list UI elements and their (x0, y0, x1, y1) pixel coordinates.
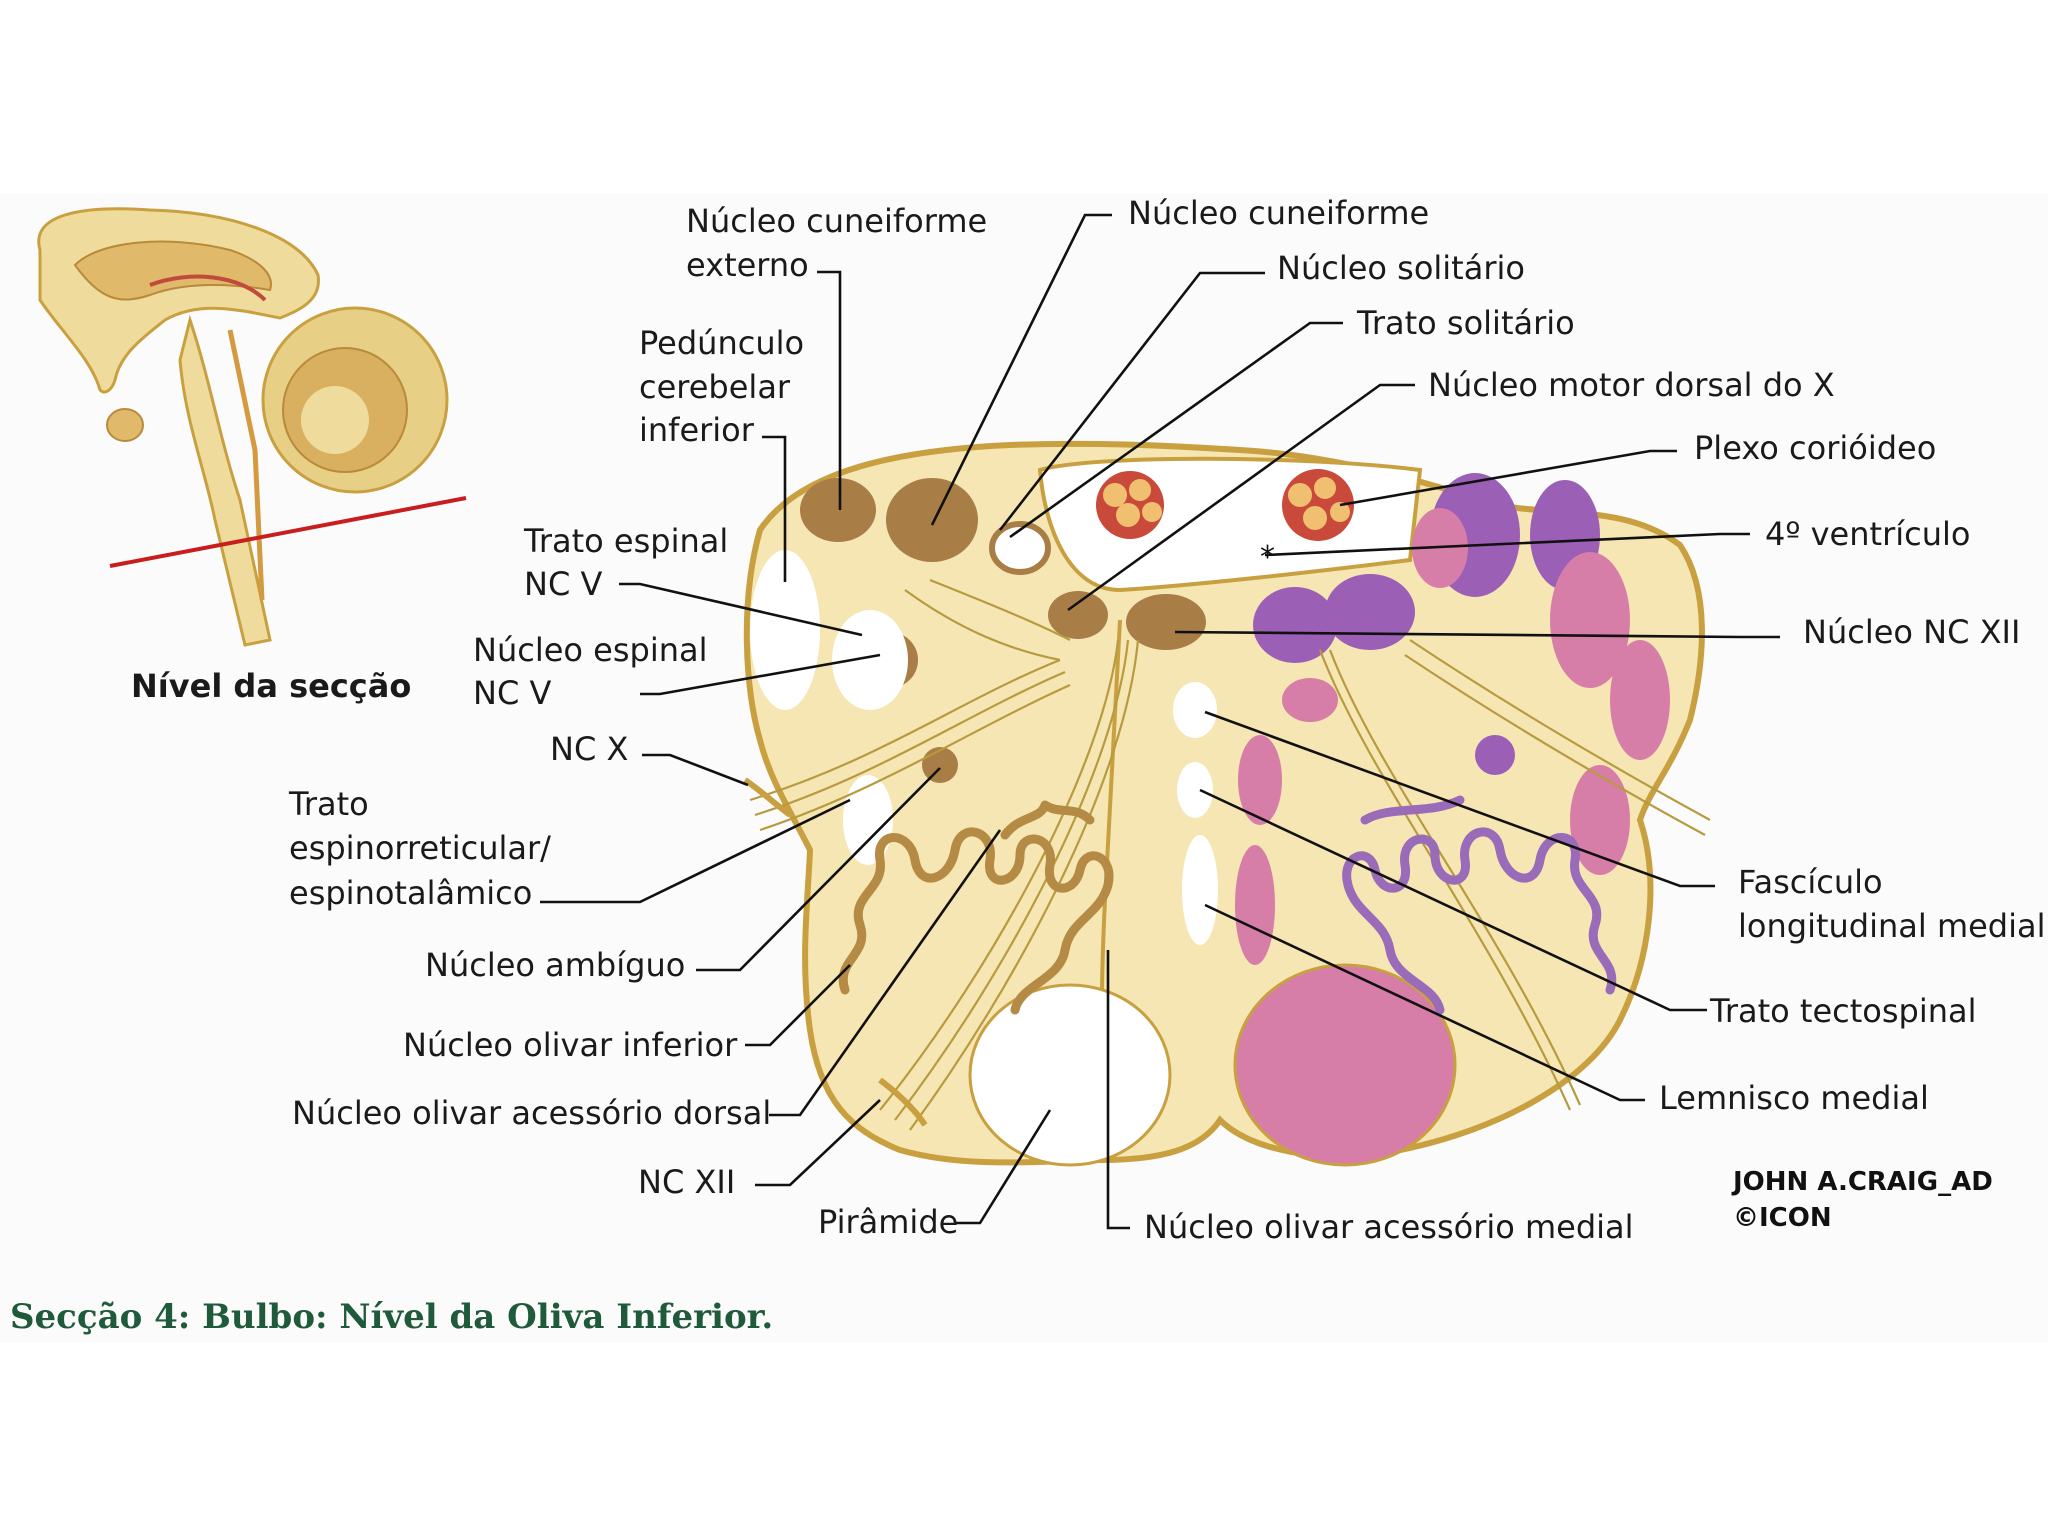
label-espinorreticular-3: espinotalâmico (289, 874, 532, 912)
label-cuneiforme-externo-1: Núcleo cuneiforme (686, 202, 987, 240)
label-olivar-medial: Núcleo olivar acessório medial (1144, 1208, 1634, 1246)
publisher-logo: ©ICON (1733, 1203, 1832, 1233)
label-cuneiforme-externo-2: externo (686, 246, 809, 284)
label-piramide: Pirâmide (818, 1203, 958, 1241)
label-pedunculo-1: Pedúnculo (639, 324, 804, 362)
label-plexo: Plexo corióideo (1694, 429, 1936, 467)
label-trato-espinal-1: Trato espinal (523, 522, 728, 560)
label-nc-xii-nucleus: Núcleo NC XII (1803, 613, 2020, 651)
label-trato-solitario: Trato solitário (1356, 304, 1575, 342)
label-fasciculo-2: longitudinal medial (1738, 907, 2046, 945)
figure-caption: Secção 4: Bulbo: Nível da Oliva Inferior… (10, 1297, 773, 1337)
label-pedunculo-2: cerebelar (639, 368, 791, 406)
svg-text:*: * (1260, 540, 1275, 575)
inset-label: Nível da secção (131, 667, 411, 705)
label-olivar-inferior: Núcleo olivar inferior (403, 1026, 738, 1064)
label-tectospinal: Trato tectospinal (1709, 992, 1977, 1030)
label-lemnisco: Lemnisco medial (1659, 1079, 1929, 1117)
label-nc-x: NC X (550, 730, 628, 768)
label-pedunculo-3: inferior (639, 411, 755, 449)
label-ventriculo: 4º ventrículo (1765, 515, 1970, 553)
label-nucleo-espinal-2: NC V (473, 674, 551, 712)
label-nc-xii: NC XII (638, 1163, 735, 1201)
label-solitario: Núcleo solitário (1277, 249, 1525, 287)
label-motor-dorsal-x: Núcleo motor dorsal do X (1428, 366, 1835, 404)
label-trato-espinal-2: NC V (524, 565, 602, 603)
label-espinorreticular-1: Trato (288, 785, 369, 823)
label-olivar-dorsal: Núcleo olivar acessório dorsal (292, 1094, 771, 1132)
label-nucleo-espinal-1: Núcleo espinal (473, 631, 707, 669)
label-ambiguo: Núcleo ambíguo (425, 946, 685, 984)
medulla-section (745, 444, 1710, 1165)
label-cuneiforme: Núcleo cuneiforme (1128, 194, 1429, 232)
inset-brain-sagittal (39, 209, 466, 645)
label-espinorreticular-2: espinorreticular/ (289, 829, 551, 867)
label-fasciculo-1: Fascículo (1738, 863, 1883, 901)
artist-signature: JOHN A.CRAIG_AD (1731, 1167, 1993, 1197)
